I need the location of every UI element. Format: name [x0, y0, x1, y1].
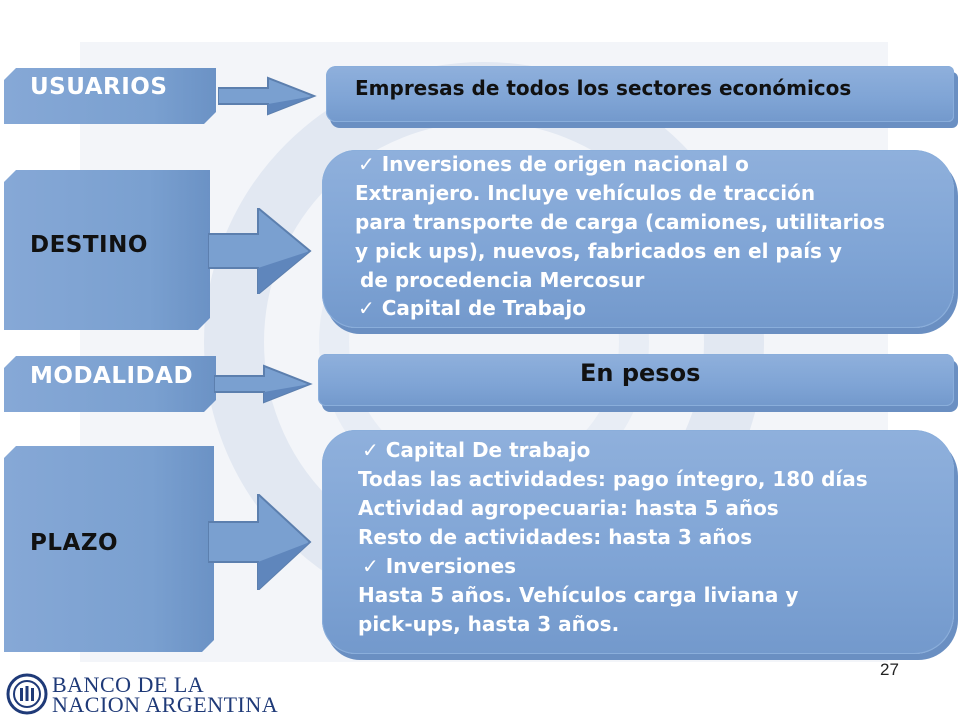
plazo-content-box [322, 430, 954, 654]
plazo-line-1: ✓ Capital De trabajo [362, 438, 591, 462]
modalidad-label: MODALIDAD [30, 363, 194, 389]
modalidad-content-box [318, 354, 954, 406]
destino-arrow-icon [208, 208, 312, 294]
plazo-line-2: Todas las actividades: pago íntegro, 180… [358, 467, 868, 491]
plazo-line-3: Actividad agropecuaria: hasta 5 años [358, 496, 779, 520]
usuarios-content-box [326, 66, 954, 122]
usuarios-content: Empresas de todos los sectores económico… [355, 76, 852, 100]
plazo-arrow-icon [208, 494, 312, 590]
usuarios-label-box [4, 68, 216, 124]
plazo-line-6: Hasta 5 años. Vehículos carga liviana y [358, 583, 799, 607]
page-number: 27 [880, 660, 899, 679]
plazo-line-4: Resto de actividades: hasta 3 años [358, 525, 753, 549]
destino-content-box [322, 150, 954, 328]
destino-line-5: de procedencia Mercosur [360, 268, 645, 292]
plazo-label-box [4, 446, 214, 652]
destino-line-6: ✓ Capital de Trabajo [358, 296, 586, 320]
plazo-line-5: ✓ Inversiones [362, 554, 517, 578]
destino-label-box [4, 170, 210, 330]
destino-line-4: y pick ups), nuevos, fabricados en el pa… [355, 239, 842, 263]
logo-line-1: BANCO DE LA [52, 672, 205, 697]
modalidad-arrow-icon [214, 364, 313, 404]
bank-emblem-icon [6, 673, 48, 715]
plazo-label: PLAZO [30, 530, 119, 556]
plazo-line-7: pick-ups, hasta 3 años. [358, 612, 620, 636]
destino-line-2: Extranjero. Incluye vehículos de tracció… [355, 181, 816, 205]
modalidad-label-box [4, 356, 216, 412]
destino-line-3: para transporte de carga (camiones, util… [355, 210, 886, 234]
usuarios-arrow-icon [218, 76, 317, 116]
bank-logo: BANCO DE LA NACION ARGENTINA [6, 672, 278, 717]
modalidad-content: En pesos [580, 359, 701, 387]
logo-line-2: NACION ARGENTINA [52, 692, 279, 717]
usuarios-label: USUARIOS [30, 74, 168, 100]
destino-label: DESTINO [30, 232, 148, 258]
destino-line-1: ✓ Inversiones de origen nacional o [358, 152, 749, 176]
